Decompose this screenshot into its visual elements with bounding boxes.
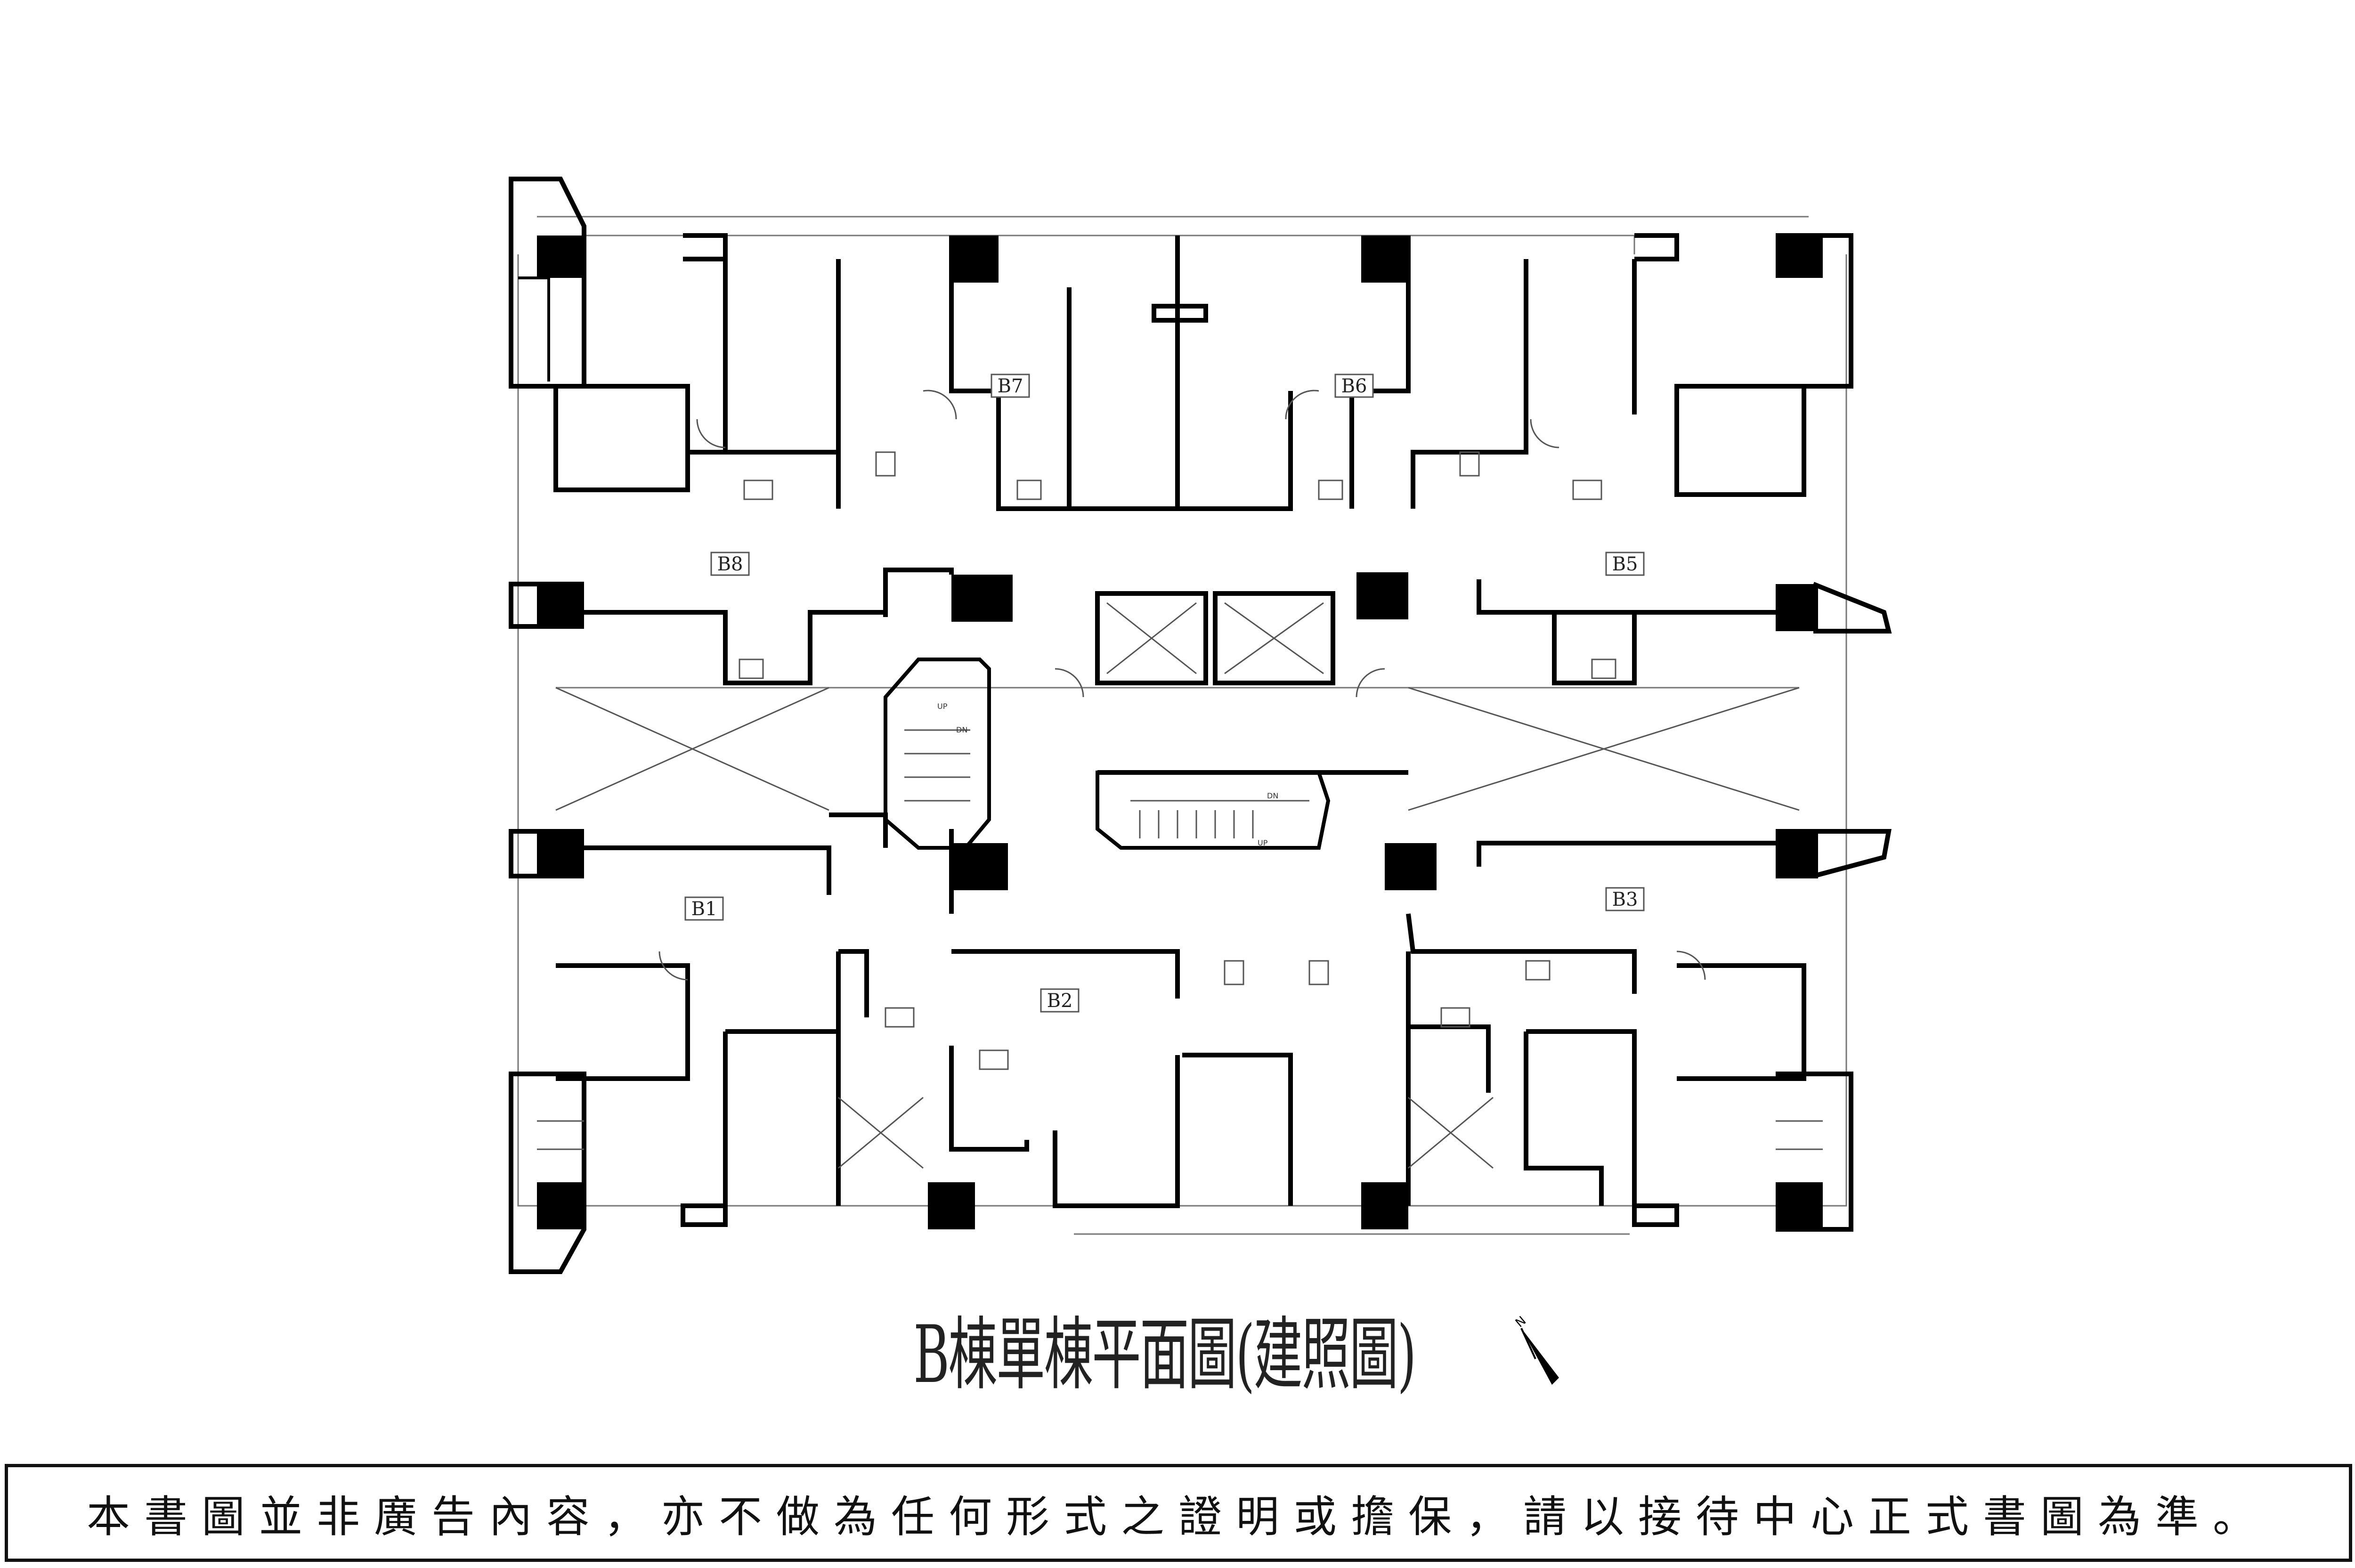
- unit-label-b7: B7: [998, 375, 1023, 397]
- stair-up-label-left: UP: [937, 702, 948, 711]
- stair-core-right: [1096, 771, 1331, 850]
- structural-columns: [537, 236, 1823, 1229]
- stair-down-label-left: DN: [956, 725, 967, 734]
- unit-label-b1: B1: [691, 898, 717, 920]
- disclaimer-box: 本書圖並非廣告內容，亦不做為任何形式之證明或擔保，請以接待中心正式書圖為準。: [5, 1464, 2352, 1562]
- stair-down-label-right: DN: [1267, 791, 1278, 800]
- elevator-right: [1213, 591, 1335, 685]
- unit-label-b6: B6: [1341, 375, 1367, 397]
- corner-balcony-bl: [509, 1072, 586, 1274]
- unit-label-b8: B8: [717, 553, 743, 575]
- corner-balcony-tl: [509, 177, 586, 389]
- north-letter: N: [1513, 1314, 1529, 1330]
- plan-title: B棟單棟平面圖(建照圖): [913, 1308, 1416, 1401]
- unit-label-b5: B5: [1612, 553, 1638, 575]
- unit-label-b3: B3: [1612, 889, 1638, 910]
- disclaimer-text: 本書圖並非廣告內容，亦不做為任何形式之證明或擔保，請以接待中心正式書圖為準。: [86, 1491, 2270, 1542]
- unit-label-b2: B2: [1047, 990, 1073, 1012]
- north-arrow-icon: N: [1513, 1314, 1559, 1385]
- unit-labels: B7 B6 B8 B5 B1 B2 B3 UP DN DN UP: [684, 374, 1645, 1013]
- stair-up-label-right: UP: [1258, 838, 1268, 847]
